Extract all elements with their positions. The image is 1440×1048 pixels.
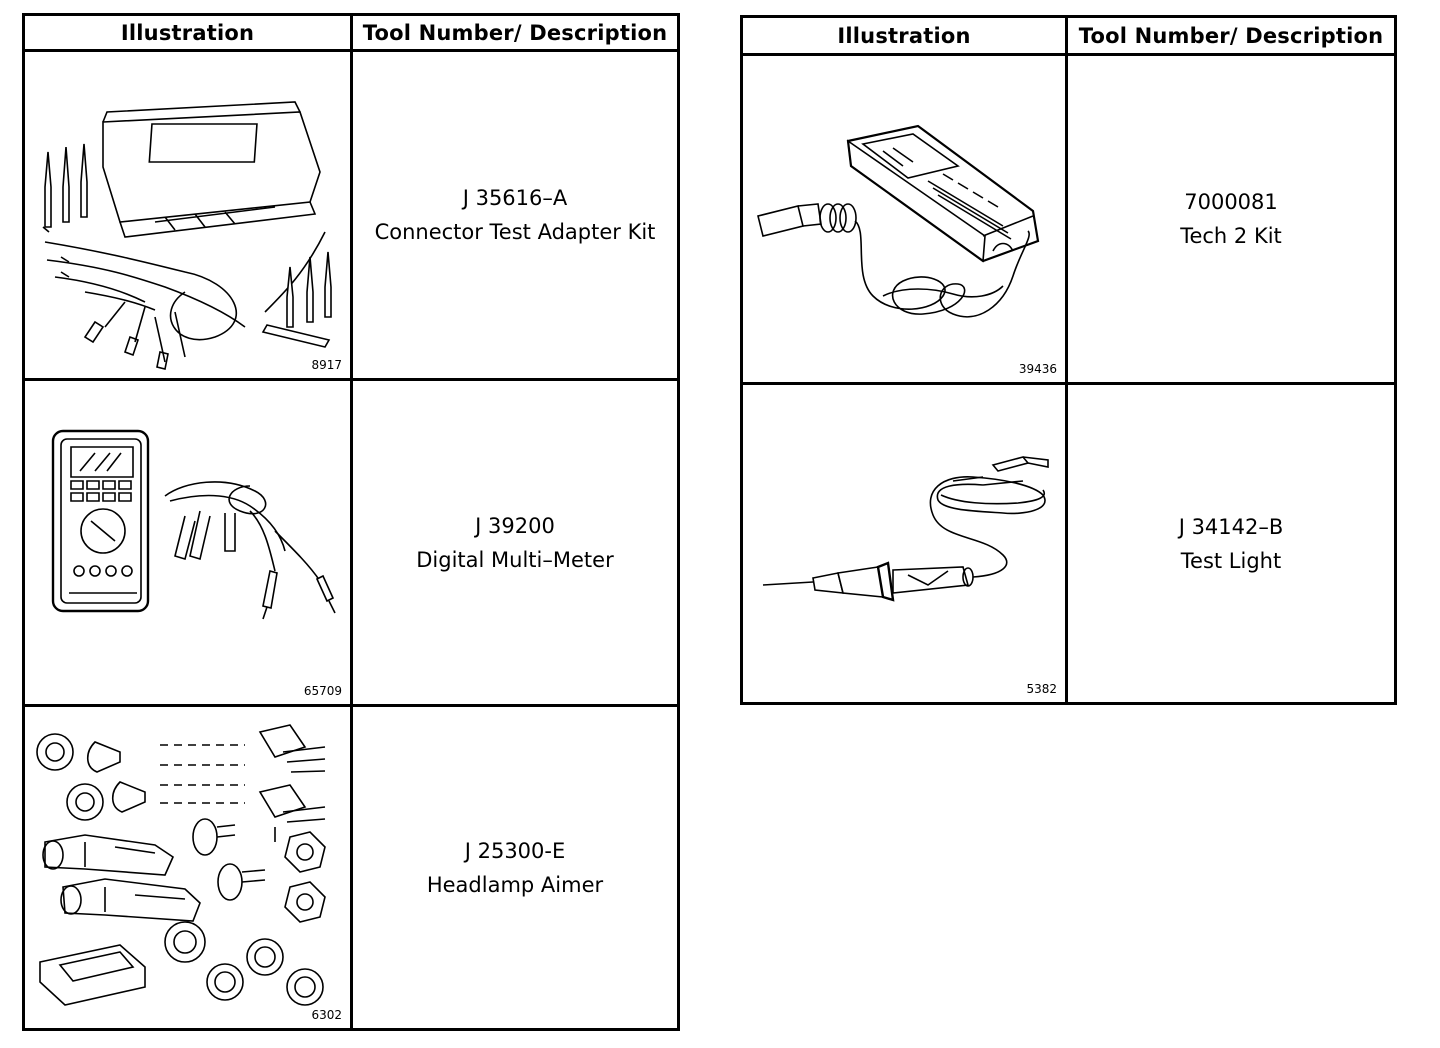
figure-number: 39436	[1018, 362, 1057, 376]
headlamp-aimer-icon	[25, 707, 350, 1028]
tool-description: Test Light	[1180, 548, 1282, 573]
illustration-cell: 65709	[25, 381, 353, 707]
tool-number: J 39200	[475, 513, 555, 538]
tool-description-cell: 7000081 Tech 2 Kit	[1068, 56, 1394, 385]
tool-description: Connector Test Adapter Kit	[374, 220, 656, 244]
tool-number: J 25300-E	[464, 838, 566, 863]
illustration-cell: 5382	[743, 385, 1068, 702]
illustration-cell: 8917	[25, 52, 353, 381]
tool-description: Tech 2 Kit	[1180, 224, 1282, 248]
test-light-icon	[743, 385, 1065, 702]
tool-description: Headlamp Aimer	[426, 872, 604, 897]
tool-description-header: Tool Number/ Description	[353, 16, 677, 52]
tool-number: J 35616–A	[462, 186, 568, 210]
figure-number: 65709	[303, 684, 342, 698]
illustration-header: Illustration	[25, 16, 353, 52]
right-tool-table: Illustration Tool Number/ Description	[740, 15, 1397, 705]
figure-number: 5382	[1026, 682, 1057, 696]
illustration-cell: 39436	[743, 56, 1068, 385]
left-tool-table: Illustration Tool Number/ Description	[22, 13, 680, 1031]
illustration-cell: 6302	[25, 707, 353, 1028]
figure-number: 8917	[311, 358, 342, 372]
figure-number: 6302	[311, 1008, 342, 1022]
tool-number: 7000081	[1184, 190, 1278, 214]
digital-multimeter-icon	[25, 381, 350, 704]
tool-description: Digital Multi–Meter	[416, 547, 614, 572]
tool-description-header: Tool Number/ Description	[1068, 18, 1394, 56]
tool-description-cell: J 39200 Digital Multi–Meter	[353, 381, 677, 707]
tool-description-cell: J 34142–B Test Light	[1068, 385, 1394, 702]
tool-description-cell: J 25300-E Headlamp Aimer	[353, 707, 677, 1028]
connector-test-adapter-kit-icon	[25, 52, 350, 378]
tool-description-cell: J 35616–A Connector Test Adapter Kit	[353, 52, 677, 381]
tool-number: J 34142–B	[1178, 514, 1284, 539]
tech2-scan-tool-icon	[743, 56, 1065, 382]
illustration-header: Illustration	[743, 18, 1068, 56]
